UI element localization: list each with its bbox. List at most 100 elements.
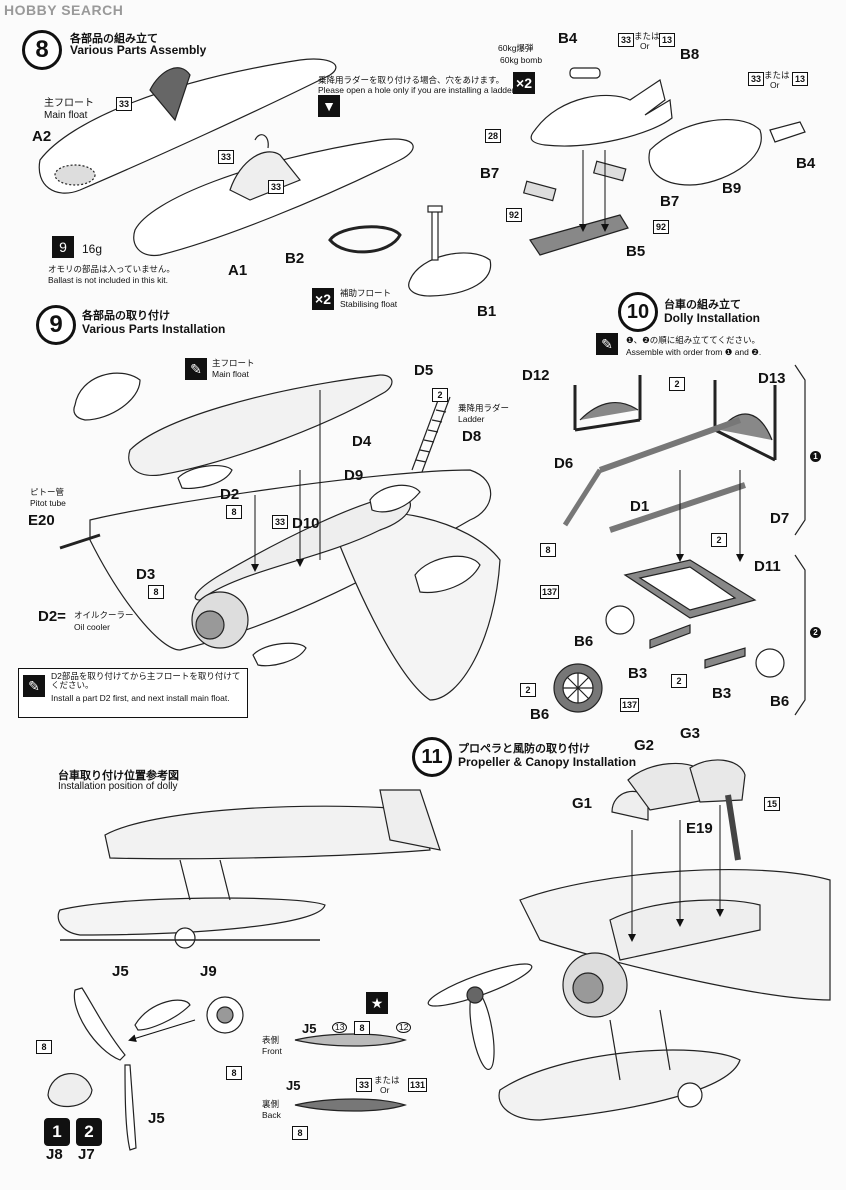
part-b6-left: B6 [574,633,594,650]
step-10-number: 10 [618,292,658,332]
group-1-marker: 1 [810,451,821,462]
weight-value: 16g [82,242,103,256]
color-code-8-spinner: 8 [36,1040,52,1054]
part-e20: E20 [28,512,55,529]
step-9-title-en: Various Parts Installation [82,322,226,336]
axle-b3 [649,624,691,649]
aircraft-main-float [128,374,393,477]
color-code-33-a: 33 [116,97,132,111]
bomb-b9 [648,119,806,186]
prop-color-front [294,1033,407,1047]
watermark: HOBBY SEARCH [4,2,124,18]
bomb-label-jp: 60kg爆弾 [498,43,534,53]
part-g3: G3 [680,725,701,742]
main-float-label-jp: 主フロート [44,98,94,109]
prop-front-code-13: 13 [332,1022,348,1034]
ladder-d8 [411,394,451,473]
j8-number: 1 [52,1122,62,1141]
attention-icon-dolly: ✎ [596,333,618,355]
part-g1: G1 [572,795,593,812]
or-en-top: Or [640,41,650,51]
part-b5: B5 [626,243,646,260]
dolly-order-en: Assemble with order from ❶ and ❷. [626,347,762,357]
propeller-assembled [427,963,533,1071]
or-jp-right: または [764,70,790,80]
color-code-2-d12: 2 [669,377,685,391]
bombs-installed [177,464,307,667]
step11-aircraft [498,869,831,1121]
ballast-note-jp: オモリの部品は入っていません。 [48,264,175,274]
j7-number: 2 [84,1122,94,1141]
part-d2: D2 [220,486,240,503]
dolly-wheels-b6 [553,605,785,713]
color-code-33-c: 33 [268,180,284,194]
dolly-reference-aircraft [57,789,441,949]
color-code-2-b3: 2 [671,674,687,688]
part-b6-right: B6 [770,693,790,710]
color-code-8-hub: 8 [226,1066,242,1080]
pitot-en: Pitot tube [30,498,66,508]
prop-back-en: Back [262,1110,281,1120]
part-d4: D4 [352,433,372,450]
color-code-8-d3: 8 [148,585,164,599]
part-d6: D6 [554,455,574,472]
color-code-13-right: 13 [792,72,808,86]
part-j5-top: J5 [112,963,129,980]
color-code-33-b: 33 [218,150,234,164]
bomb-rack-b5 [522,160,629,256]
dolly-reference-title-en: Installation position of dolly [58,781,178,792]
color-code-8-d2: 8 [226,505,242,519]
or-en-right: Or [770,80,780,90]
dolly-frame-d12 [573,375,642,432]
prop-back-jp: 裏側 [262,1099,280,1109]
install-note-en: Install a part D2 first, and next instal… [51,693,230,703]
color-code-2-d11: 2 [711,533,727,547]
color-code-2-wheel: 2 [520,683,536,697]
part-e19: E19 [686,820,713,837]
oil-cooler-jp: オイルクーラー [74,610,134,620]
prop-front-part: J5 [302,1021,317,1036]
stabilising-float-quantity: ×2 [312,288,334,310]
part-d10: D10 [292,515,320,532]
prop-back-part: J5 [286,1078,301,1093]
color-code-33-d2: 33 [272,515,288,529]
dolly-order-jp: ❶、❷の順に組み立ててください。 [626,335,760,345]
step-8-title-jp: 各部品の組み立て [70,33,158,45]
step-11-title-jp: プロペラと風防の取り付け [458,743,590,755]
antenna-mast-e19 [725,794,741,861]
main-float-label-en: Main float [44,110,88,121]
part-b7-right: B7 [660,193,680,210]
oil-cooler-en: Oil cooler [74,622,110,632]
part-b4-top: B4 [558,30,578,47]
part-j8: J8 [46,1146,63,1163]
aircraft-wingtip-floats [73,372,481,594]
part-b7-left: B7 [480,165,500,182]
part-b2: B2 [285,250,305,267]
color-code-92-right: 92 [653,220,669,234]
spinner-j8 [47,1073,93,1108]
dolly-rails-d6-d7 [598,417,746,533]
part-b3-right: B3 [712,685,732,702]
part-d3: D3 [136,566,156,583]
step-10-title-en: Dolly Installation [664,311,761,325]
part-a1: A1 [228,262,248,279]
part-d1: D1 [630,498,650,515]
or-jp-top: または [634,31,660,41]
prop-front-en: Front [262,1046,282,1056]
color-code-33-top: 33 [618,33,634,47]
oil-cooler-label: D2= [38,608,66,625]
part-a2: A2 [32,128,52,145]
part-j7: J7 [78,1146,95,1163]
part-b4-right: B4 [796,155,816,172]
main-float-half-a1 [133,134,414,257]
drill-icon: ▼ [318,95,340,117]
prop-back-or-jp: または [374,1075,400,1085]
color-code-8-dolly: 8 [540,543,556,557]
stabilising-float-b1 [408,205,492,297]
prop-back-code-131: 131 [408,1078,428,1092]
stabilising-float-jp: 補助フロート [340,288,392,298]
weight-icon: 9 [52,236,74,258]
step-9-number: 9 [36,305,76,345]
bomb-label-en: 60kg bomb [500,55,543,65]
